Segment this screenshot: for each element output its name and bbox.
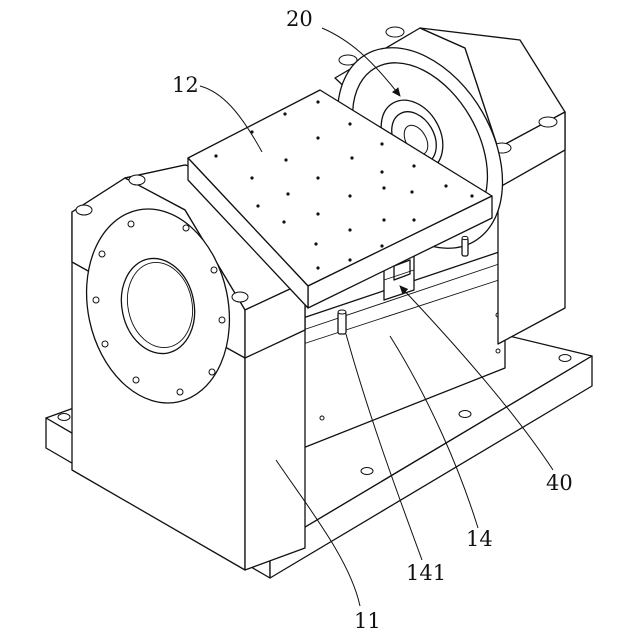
ref-label-12: 12 <box>172 73 199 97</box>
ref-label-14: 14 <box>466 527 493 551</box>
ref-label-20: 20 <box>286 7 313 31</box>
ref-label-141: 141 <box>406 561 446 585</box>
ref-label-40: 40 <box>546 471 573 495</box>
right-guide-pin <box>462 236 468 256</box>
guide-pin <box>338 310 346 334</box>
ref-label-11: 11 <box>354 609 381 633</box>
